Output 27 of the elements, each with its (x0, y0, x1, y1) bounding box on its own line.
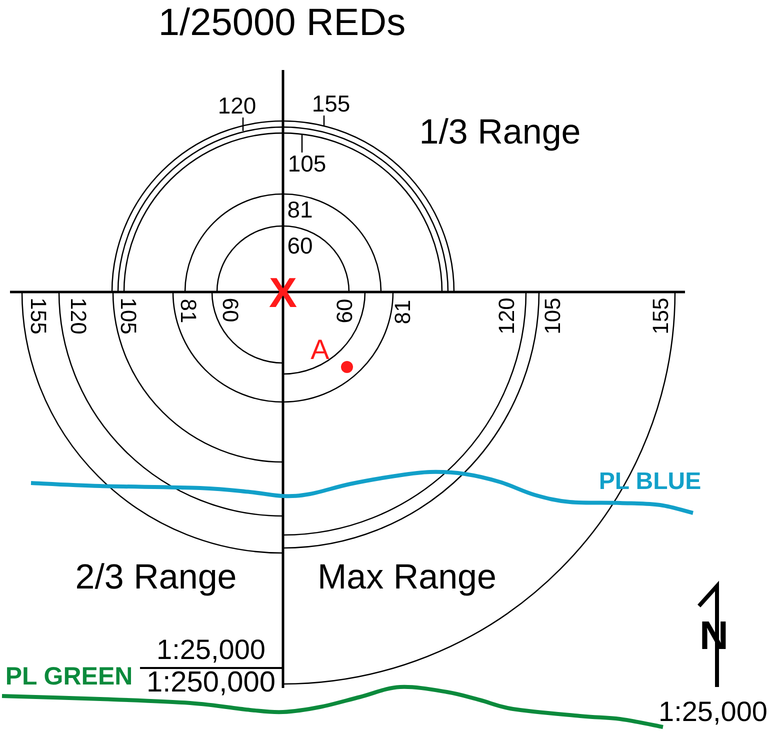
leader-line (242, 118, 244, 131)
leader-line (301, 134, 303, 152)
diagram-title: 1/25000 REDs (158, 4, 406, 42)
ring-label: 120 (496, 298, 518, 334)
ring-label: 60 (287, 234, 313, 258)
leader-line (323, 116, 325, 126)
range-label: Max Range (318, 560, 496, 594)
ring-label: 155 (650, 298, 672, 334)
ring-label: 105 (288, 152, 326, 176)
ring-label: 81 (287, 198, 313, 222)
point-label: A (310, 336, 330, 364)
ring-label: 81 (177, 298, 199, 324)
scale-label: 1:250,000 (146, 668, 276, 698)
ring-label: 105 (117, 298, 139, 334)
ring-label: 60 (334, 298, 356, 324)
ring-label: 120 (218, 94, 256, 118)
scale-label: 1:25,000 (156, 636, 266, 664)
ring-label: 120 (67, 298, 89, 334)
ring-label: 105 (542, 298, 564, 334)
range-label: 1/3 Range (419, 114, 581, 150)
ring-label: 60 (219, 298, 241, 322)
ring-label: 155 (312, 92, 350, 116)
range-label: 2/3 Range (75, 560, 237, 594)
ring-label: 81 (392, 300, 414, 324)
phase-line-label: PL GREEN (5, 664, 133, 690)
scale-label: 1:25,000 (658, 698, 768, 726)
ring-label: 155 (27, 298, 49, 334)
